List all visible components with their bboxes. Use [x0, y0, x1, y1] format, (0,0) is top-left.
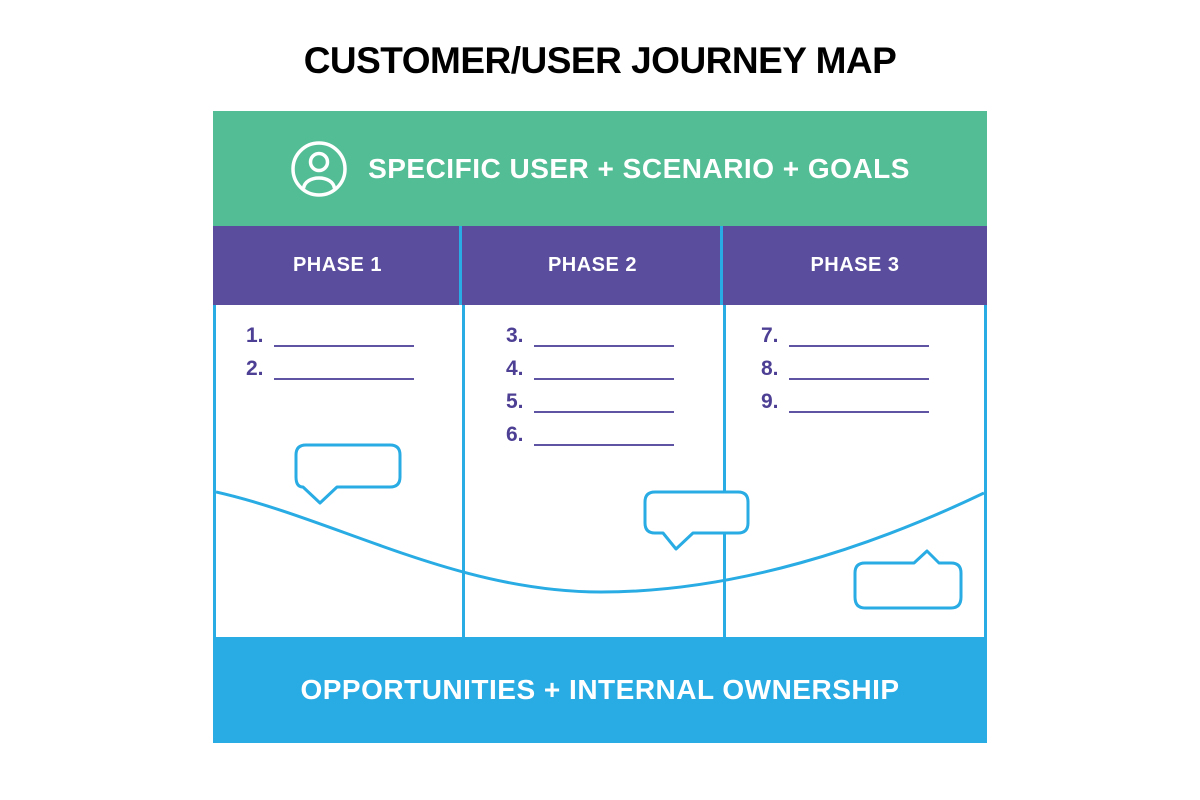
blank-line [788, 362, 929, 380]
numbered-blank-line: 1. [246, 325, 462, 347]
blank-line [273, 329, 414, 347]
numbered-blank-line: 2. [246, 358, 462, 380]
line-number: 7. [761, 324, 779, 347]
phase-2-column: 3. 4. 5. 6. [462, 305, 723, 637]
numbered-blank-line: 3. [506, 325, 723, 347]
numbered-blank-line: 5. [506, 391, 723, 413]
phase-3-header: PHASE 3 [723, 226, 987, 305]
blank-line [533, 395, 674, 413]
blank-line [533, 362, 674, 380]
phase-content-area: 1.2. 3.4.5.6. 7.8.9. [213, 305, 987, 637]
blank-line [533, 329, 674, 347]
phase-3-column: 7. 8. 9. [723, 305, 984, 637]
phase-2-header: PHASE 2 [462, 226, 723, 305]
column-divider [720, 226, 723, 305]
blank-line [788, 395, 929, 413]
line-number: 4. [506, 357, 524, 380]
numbered-blank-line: 6. [506, 424, 723, 446]
journey-curve [216, 490, 984, 594]
line-number: 5. [506, 390, 524, 413]
line-number: 1. [246, 324, 264, 347]
blank-line [273, 362, 414, 380]
speech-bubble-tail-up-icon [853, 549, 963, 610]
line-number: 8. [761, 357, 779, 380]
footer-label: OPPORTUNITIES + INTERNAL OWNERSHIP [300, 674, 900, 705]
line-number: 6. [506, 423, 524, 446]
phase-1-header: PHASE 1 [213, 226, 462, 305]
blank-line [533, 428, 674, 446]
line-number: 3. [506, 324, 524, 347]
header-label: SPECIFIC USER + SCENARIO + GOALS [368, 152, 910, 184]
user-icon [291, 140, 347, 197]
line-number: 9. [761, 390, 779, 413]
journey-overlay [216, 305, 984, 637]
speech-bubble-tail-down-icon [294, 443, 402, 505]
journey-map: SPECIFIC USER + SCENARIO + GOALS PHASE 1… [213, 111, 987, 743]
phase-3-label: PHASE 3 [810, 254, 900, 276]
page-title: CUSTOMER/USER JOURNEY MAP [303, 40, 897, 81]
numbered-blank-line: 4. [506, 358, 723, 380]
blank-line [788, 329, 929, 347]
user-scenario-header: SPECIFIC USER + SCENARIO + GOALS [213, 111, 987, 226]
opportunities-footer: OPPORTUNITIES + INTERNAL OWNERSHIP [213, 637, 987, 743]
phase-2-label: PHASE 2 [547, 254, 638, 276]
column-divider [459, 226, 462, 305]
numbered-blank-line: 7. [761, 325, 984, 347]
phase-bar: PHASE 1 PHASE 2 PHASE 3 [213, 226, 987, 305]
line-number: 2. [246, 357, 264, 380]
numbered-blank-line: 8. [761, 358, 984, 380]
phase-1-column: 1.2. [216, 305, 462, 637]
phase-1-label: PHASE 1 [292, 254, 383, 276]
speech-bubble-tail-down-icon [643, 490, 750, 551]
numbered-blank-line: 9. [761, 391, 984, 413]
